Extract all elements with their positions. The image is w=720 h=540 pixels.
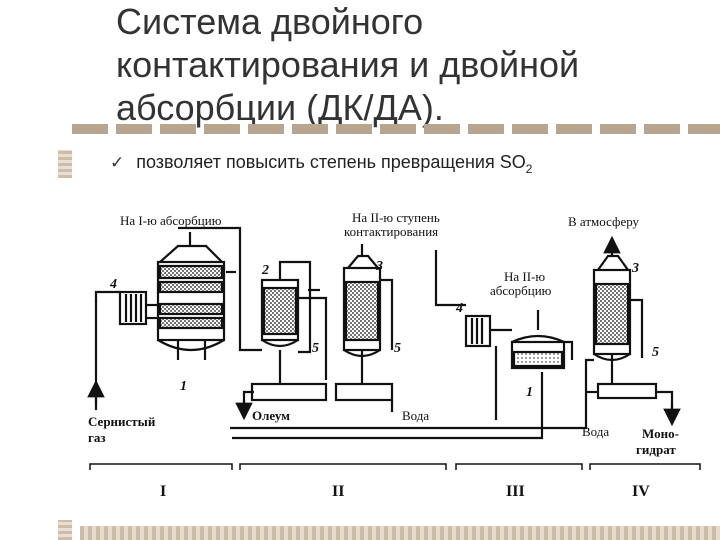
absorber-2-oleum — [260, 278, 300, 348]
number-4-right: 4 — [455, 301, 463, 316]
collector-final — [596, 382, 658, 400]
bullet-text: позволяет повысить степень превращения S… — [136, 152, 533, 176]
bullet-item: ✓ позволяет повысить степень превращения… — [110, 152, 532, 178]
bullet-subscript: 2 — [525, 162, 533, 176]
absorber-4-final — [592, 254, 632, 362]
section-label-1: I — [160, 483, 166, 500]
number-5-c: 5 — [652, 345, 659, 360]
absorber-vessel-2 — [510, 334, 566, 370]
label-monohydrate-2: гидрат — [636, 442, 676, 457]
number-4-left: 4 — [109, 277, 117, 292]
label-sulfur-gas-2: газ — [88, 430, 106, 445]
bullet-text-main: позволяет повысить степень превращения S… — [136, 152, 526, 172]
label-sulfur-gas: Сернистый — [88, 414, 156, 429]
piping — [94, 226, 674, 440]
label-water-1: Вода — [402, 408, 429, 423]
title-divider — [72, 124, 720, 134]
section-brackets — [89, 463, 701, 470]
number-5-b: 5 — [394, 341, 401, 356]
number-3-a: 3 — [375, 259, 383, 274]
slide-title: Система двойного контактирования и двойн… — [116, 0, 706, 129]
heat-exchanger-2 — [464, 314, 492, 348]
label-water-2: Вода — [582, 424, 609, 439]
label-to-atmosphere: В атмосферу — [568, 214, 640, 229]
section-label-4: IV — [632, 483, 650, 500]
absorber-1 — [156, 244, 226, 360]
label-to-second-absorption-2: абсорбцию — [490, 283, 552, 298]
number-1-right: 1 — [526, 385, 533, 400]
label-to-second-stage: На II-ю ступень — [352, 210, 440, 225]
section-label-3: III — [506, 483, 525, 500]
label-to-second-stage-2: контактирования — [344, 224, 438, 239]
title-line-1: Система двойного — [116, 1, 424, 42]
number-3-b: 3 — [631, 261, 639, 276]
collector-water — [334, 382, 394, 402]
title-line-3: абсорбции (ДК/ДА). — [116, 87, 444, 128]
section-label-2: II — [332, 483, 344, 500]
label-oleum: Олеум — [252, 408, 290, 423]
heat-exchanger-1 — [118, 290, 148, 326]
label-to-first-absorption: На I-ю абсорбцию — [120, 213, 222, 228]
left-decor-bar-top — [58, 150, 72, 178]
collector-oleum — [250, 382, 328, 402]
absorber-3-monohydrate — [342, 254, 382, 358]
bottom-decor-strip — [80, 526, 720, 540]
number-1-left: 1 — [180, 379, 187, 394]
label-monohydrate: Моно- — [642, 426, 679, 441]
checkmark-icon: ✓ — [110, 153, 125, 172]
title-line-2: контактирования и двойной — [116, 44, 580, 85]
number-5-a: 5 — [312, 341, 319, 356]
number-2: 2 — [261, 263, 269, 278]
label-to-second-absorption: На II-ю — [504, 269, 545, 284]
left-decor-bar-bottom — [58, 520, 72, 540]
